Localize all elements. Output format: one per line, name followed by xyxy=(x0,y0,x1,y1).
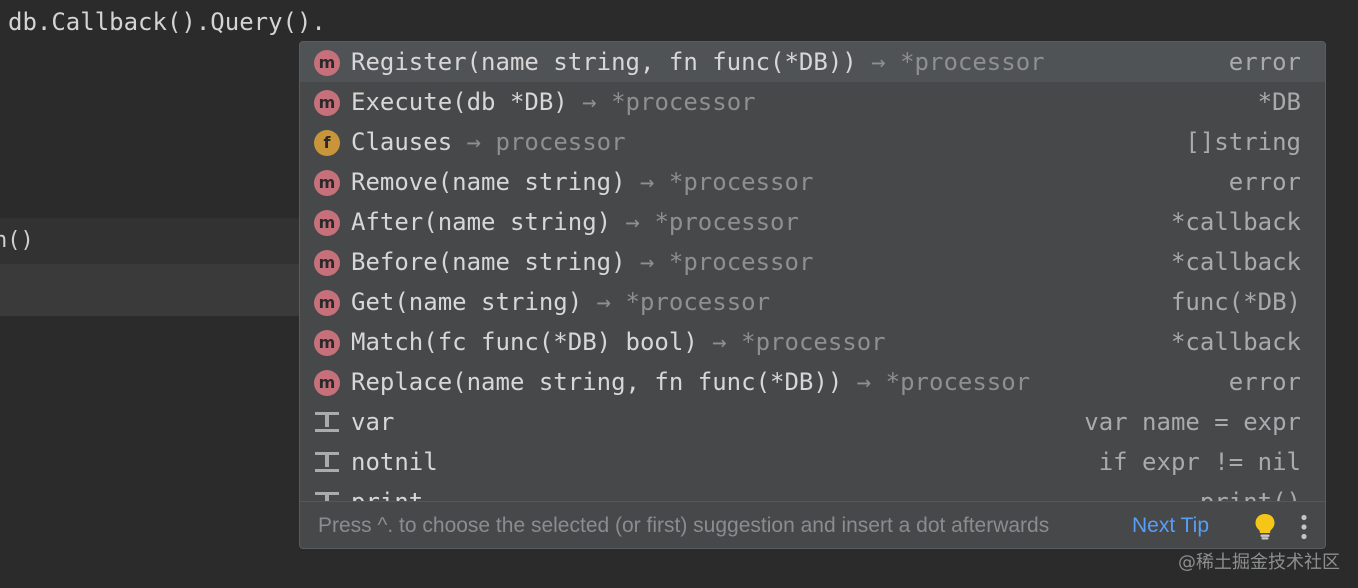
lightbulb-icon[interactable] xyxy=(1252,512,1278,540)
arrow-right-icon: → xyxy=(712,328,727,356)
more-vertical-icon[interactable] xyxy=(1298,514,1310,540)
next-tip-link[interactable]: Next Tip xyxy=(1132,514,1210,537)
arrow-right-icon: → xyxy=(856,368,872,396)
completion-item-type: *DB xyxy=(1257,88,1301,116)
current-line-highlight xyxy=(0,264,300,316)
completion-item[interactable]: m Register(name string, fn func(*DB)) → *… xyxy=(300,42,1325,82)
method-icon: m xyxy=(314,90,340,116)
code-line[interactable]: db.Callback().Query(). xyxy=(8,8,326,36)
arrow-right-icon: → xyxy=(466,128,482,156)
completion-item-label: After(name string) → *processor xyxy=(351,202,799,242)
completion-item-signature: notnil xyxy=(351,448,438,476)
completion-item-type: *callback xyxy=(1170,328,1301,356)
completion-item-signature: Get(name string) xyxy=(351,288,583,316)
live-template-icon xyxy=(313,409,341,435)
method-icon: m xyxy=(314,170,340,196)
completion-item-label: Remove(name string) → *processor xyxy=(351,162,813,202)
completion-item-type: []string xyxy=(1185,128,1301,156)
completion-popup: m Register(name string, fn func(*DB)) → *… xyxy=(299,41,1326,549)
completion-item-label: Clauses → processor xyxy=(351,122,626,162)
completion-item[interactable]: m Before(name string) → *processor *callba… xyxy=(300,242,1325,282)
method-icon: m xyxy=(314,330,340,356)
completion-item-signature: Replace(name string, fn func(*DB)) xyxy=(351,368,843,396)
completion-item-label: Execute(db *DB) → *processor xyxy=(351,82,756,122)
completion-item[interactable]: var var name = expr xyxy=(300,402,1325,442)
completion-item-type: if expr != nil xyxy=(1098,448,1301,476)
completion-item[interactable]: m After(name string) → *processor *callbac… xyxy=(300,202,1325,242)
arrow-right-icon: → xyxy=(596,288,612,316)
completion-item-label: Match(fc func(*DB) bool) → *processor xyxy=(351,322,886,362)
method-icon: m xyxy=(314,370,340,396)
completion-item-label: Get(name string) → *processor xyxy=(351,282,770,322)
completion-item-receiver: *processor xyxy=(668,248,814,276)
completion-item-signature: Remove(name string) xyxy=(351,168,626,196)
method-icon: m xyxy=(314,210,340,236)
arrow-right-icon: → xyxy=(640,168,655,196)
completion-item-signature: Execute(db *DB) xyxy=(351,88,568,116)
completion-item-receiver: *processor xyxy=(668,168,814,196)
completion-item[interactable]: notnil if expr != nil xyxy=(300,442,1325,482)
method-icon: m xyxy=(314,250,340,276)
completion-item[interactable]: m Replace(name string, fn func(*DB)) → *p… xyxy=(300,362,1325,402)
completion-item-label: Replace(name string, fn func(*DB)) → *pr… xyxy=(351,362,1030,402)
code-fragment[interactable]: n() xyxy=(0,228,34,253)
completion-item-signature: Match(fc func(*DB) bool) xyxy=(351,328,698,356)
completion-item-type: error xyxy=(1228,168,1301,196)
completion-item-signature: Register(name string, fn func(*DB)) xyxy=(351,48,857,76)
completion-item-type: *callback xyxy=(1170,208,1301,236)
completion-item-type: var name = expr xyxy=(1084,408,1301,436)
code-band-line: n() xyxy=(0,218,300,264)
arrow-right-icon: → xyxy=(582,88,597,116)
completion-item-type: error xyxy=(1228,368,1301,396)
arrow-right-icon: → xyxy=(640,248,655,276)
completion-item[interactable]: m Execute(db *DB) → *processor *DB xyxy=(300,82,1325,122)
arrow-right-icon: → xyxy=(871,48,886,76)
completion-item-receiver: processor xyxy=(495,128,626,156)
completion-item-receiver: *processor xyxy=(741,328,886,356)
completion-item[interactable]: m Match(fc func(*DB) bool) → *processor *c… xyxy=(300,322,1325,362)
completion-item-label: print xyxy=(351,482,423,503)
completion-footer: Press ^. to choose the selected (or firs… xyxy=(300,501,1325,548)
completion-item-signature: Clauses xyxy=(351,128,453,156)
completion-item[interactable]: print print() xyxy=(300,482,1325,503)
completion-item[interactable]: m Get(name string) → *processor func(*DB) xyxy=(300,282,1325,322)
completion-item-label: var xyxy=(351,402,394,442)
completion-item-label: notnil xyxy=(351,442,438,482)
arrow-right-icon: → xyxy=(625,208,640,236)
completion-item-label: Register(name string, fn func(*DB)) → *p… xyxy=(351,42,1045,82)
completion-item-type: print() xyxy=(1199,488,1301,503)
watermark: @稀土掘金技术社区 xyxy=(1178,552,1340,573)
completion-item[interactable]: f Clauses → processor []string xyxy=(300,122,1325,162)
live-template-icon xyxy=(313,449,341,475)
completion-item-receiver: *processor xyxy=(654,208,799,236)
completion-item-label: Before(name string) → *processor xyxy=(351,242,813,282)
completion-item-receiver: *processor xyxy=(625,288,771,316)
footer-hint: Press ^. to choose the selected (or firs… xyxy=(318,514,1050,537)
field-icon: f xyxy=(314,130,340,156)
completion-item-signature: var xyxy=(351,408,395,436)
completion-list: m Register(name string, fn func(*DB)) → *… xyxy=(300,42,1325,503)
completion-item[interactable]: m Remove(name string) → *processor error xyxy=(300,162,1325,202)
method-icon: m xyxy=(314,50,340,76)
completion-item-type: error xyxy=(1228,48,1301,76)
completion-item-signature: print xyxy=(351,488,424,503)
live-template-icon xyxy=(313,489,341,503)
completion-item-receiver: *processor xyxy=(900,48,1045,76)
completion-item-receiver: *processor xyxy=(611,88,756,116)
completion-item-signature: Before(name string) xyxy=(351,248,626,276)
completion-item-type: func(*DB) xyxy=(1170,288,1301,316)
completion-item-type: *callback xyxy=(1170,248,1301,276)
method-icon: m xyxy=(314,290,340,316)
completion-item-receiver: *processor xyxy=(885,368,1031,396)
completion-item-signature: After(name string) xyxy=(351,208,612,236)
